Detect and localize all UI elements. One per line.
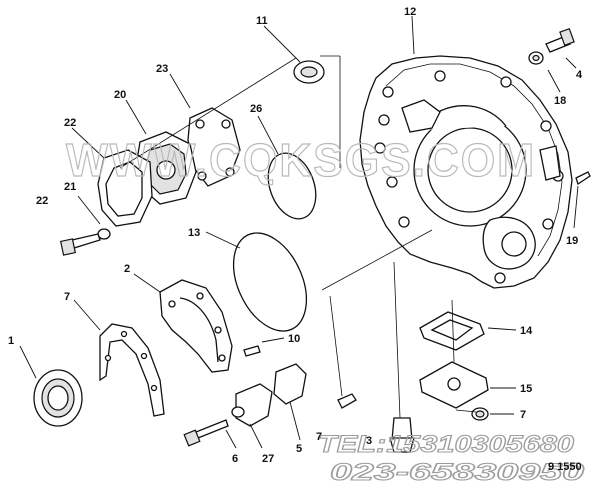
o-ring-large [232, 232, 308, 332]
rear-seal-housing [159, 279, 233, 373]
cover-plate-1 [235, 383, 273, 427]
plug-washer [471, 407, 489, 421]
figure-code: 9 1550 [548, 461, 582, 473]
callout-5: 5 [296, 443, 302, 455]
bolt-top-right [545, 27, 575, 53]
oil-seal [33, 369, 83, 427]
callout-4: 4 [576, 69, 583, 81]
seal-ring [293, 60, 325, 84]
watermark: WWW.CQKSGS.COM TEL:15310305680 023-65830… [65, 133, 585, 486]
flywheel-housing [359, 55, 573, 289]
callout-18: 18 [554, 95, 566, 107]
callout-7-right: 7 [520, 409, 526, 421]
bolt-right [575, 171, 591, 186]
callout-7-left: 7 [316, 431, 322, 443]
callout-14: 14 [520, 325, 533, 337]
leader-lines [19, 15, 579, 449]
callout-3: 3 [366, 435, 372, 447]
callout-12: 12 [404, 6, 416, 18]
callout-20: 20 [114, 89, 126, 101]
callout-19: 19 [566, 235, 578, 247]
callout-21: 21 [64, 181, 76, 193]
square-plate [419, 361, 489, 409]
callout-24: 23 [156, 63, 168, 75]
bolt-6 [183, 419, 229, 447]
square-gasket [419, 311, 485, 351]
gasket-plate [187, 107, 241, 187]
callout-10: 10 [288, 333, 300, 345]
callout-labels: 11 12 23 20 26 22 21 22 4 18 19 13 2 7 1… [8, 6, 583, 465]
dowel-pin [337, 393, 357, 409]
callout-13: 13 [188, 227, 200, 239]
washer-27 [231, 406, 245, 418]
watermark-tel: TEL:15310305680 [318, 431, 575, 458]
callout-11: 11 [256, 15, 268, 27]
callout-6: 6 [232, 453, 238, 465]
housing-gasket [99, 323, 165, 417]
callout-27: 27 [262, 453, 274, 465]
callout-1: 1 [8, 335, 14, 347]
cover-plate-2 [273, 363, 307, 405]
callout-2: 2 [124, 263, 130, 275]
callout-26: 26 [250, 103, 262, 115]
callout-23: 22 [64, 117, 76, 129]
washer-top-right [528, 51, 544, 65]
callout-9: 7 [64, 291, 70, 303]
o-ring-small [267, 152, 317, 220]
small-screw [243, 345, 261, 357]
watermark-phone: 023-65830950 [330, 459, 585, 486]
bolt-left [59, 233, 101, 256]
drain-plug [389, 417, 415, 453]
gasket-left [97, 149, 153, 227]
callout-15: 15 [520, 383, 532, 395]
watermark-site: WWW.CQKSGS.COM [66, 134, 536, 186]
callout-22: 22 [36, 195, 48, 207]
